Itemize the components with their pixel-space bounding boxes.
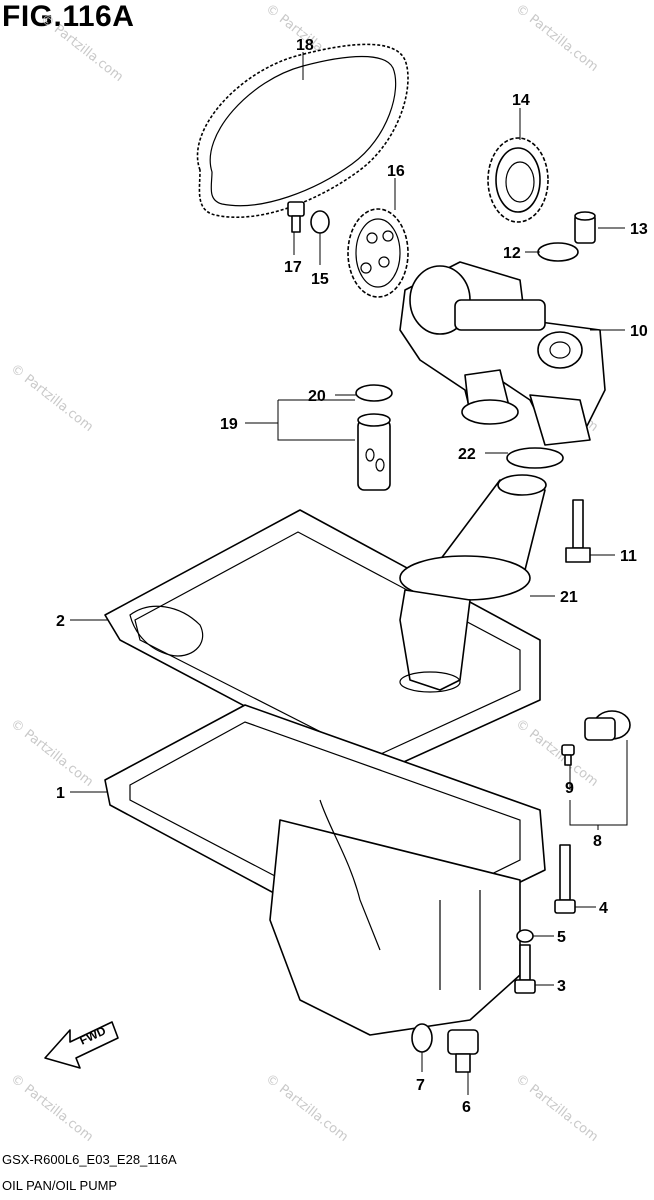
part-3-bolt: [514, 944, 536, 994]
watermark: © Partzilla.com: [263, 1071, 351, 1145]
part-7-gasket: [411, 1023, 433, 1053]
callout-8: 8: [593, 833, 602, 850]
watermark: © Partzilla.com: [38, 11, 126, 85]
callout-6: 6: [462, 1099, 471, 1116]
callout-2: 2: [56, 613, 65, 630]
part-16-pump-sprocket: [347, 208, 409, 298]
callout-7: 7: [416, 1077, 425, 1094]
fwd-arrow-icon: FWD: [44, 1021, 119, 1069]
figure-title: FIG.116A: [2, 0, 135, 33]
figure-caption: OIL PAN/OIL PUMP: [2, 1178, 118, 1193]
callout-1: 1: [56, 785, 65, 802]
part-13-dowel-pin: [574, 211, 596, 244]
part-5-washer: [516, 929, 534, 943]
callout-5: 5: [557, 929, 566, 946]
part-4-bolt: [554, 844, 576, 914]
watermark: © Partzilla.com: [8, 361, 96, 435]
watermark: © Partzilla.com: [513, 1, 601, 75]
callout-16: 16: [387, 163, 405, 180]
part-9-bolt: [561, 744, 575, 766]
watermark: © Partzilla.com: [8, 1071, 96, 1145]
part-22-o-ring: [506, 447, 564, 469]
part-19-strainer: [357, 413, 391, 491]
part-12-o-ring: [537, 242, 579, 262]
callout-22: 22: [458, 446, 476, 463]
callout-12: 12: [503, 245, 521, 262]
watermark: © Partzilla.com: [513, 1071, 601, 1145]
part-18-drive-chain: [196, 43, 409, 219]
callout-15: 15: [311, 271, 329, 288]
part-2-gasket: [104, 509, 541, 776]
part-15-washer: [310, 210, 330, 234]
callout-20: 20: [308, 388, 326, 405]
callout-18: 18: [296, 37, 314, 54]
callout-19: 19: [220, 416, 238, 433]
callout-14: 14: [512, 92, 530, 109]
part-14-sprocket: [487, 137, 549, 223]
part-17-bolt: [287, 201, 305, 233]
part-11-bolt: [565, 499, 591, 563]
watermark: © Partzilla.com: [8, 716, 96, 790]
callout-9: 9: [565, 780, 574, 797]
callout-17: 17: [284, 259, 302, 276]
part-6-drain-plug: [447, 1029, 479, 1073]
callout-10: 10: [630, 323, 648, 340]
part-10-oil-pump: [399, 261, 606, 446]
leader-lines: [70, 52, 628, 1095]
part-21-oil-strainer: [399, 474, 547, 693]
callout-21: 21: [560, 589, 578, 606]
callout-11: 11: [620, 548, 637, 565]
callout-13: 13: [630, 221, 648, 238]
callout-3: 3: [557, 978, 566, 995]
part-1-oil-pan: [104, 704, 546, 1036]
model-code: GSX-R600L6_E03_E28_116A: [2, 1152, 177, 1167]
callout-4: 4: [599, 900, 608, 917]
part-8-oil-pressure-switch: [584, 710, 631, 741]
part-20-o-ring: [355, 384, 393, 402]
callout-labels: 18 14 13 12 16 17 15 10 20 19 22 11 21 2…: [56, 37, 648, 1116]
